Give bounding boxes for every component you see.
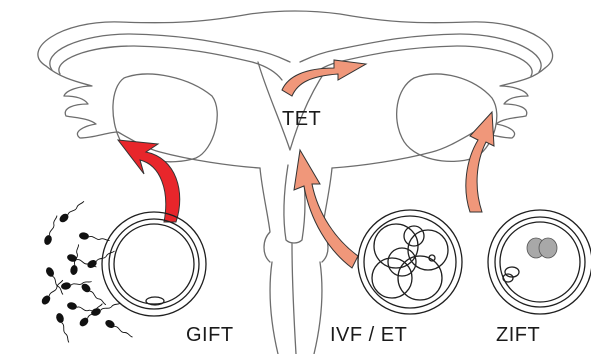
sperm-icon xyxy=(104,318,134,340)
embryo-icon xyxy=(358,210,462,314)
sperm-icon xyxy=(78,301,105,328)
gift-arrow xyxy=(118,140,180,222)
zygote-icon xyxy=(488,210,591,314)
label-gift: GIFT xyxy=(186,324,234,347)
sperm-cluster xyxy=(40,199,134,344)
sperm-icon xyxy=(90,300,122,317)
sperm-icon xyxy=(43,214,60,246)
sperm-icon xyxy=(44,266,66,296)
sperm-icon xyxy=(80,282,108,307)
sperm-icon xyxy=(86,248,116,270)
zift-arrow xyxy=(466,112,494,212)
sperm-icon xyxy=(58,199,86,224)
sperm-icon xyxy=(78,232,110,244)
label-tet: TET xyxy=(282,108,321,131)
tet-arrow xyxy=(282,60,366,96)
label-ivf-et: IVF / ET xyxy=(330,324,407,347)
egg-icon xyxy=(102,212,206,316)
sperm-icon xyxy=(55,312,72,344)
label-zift: ZIFT xyxy=(496,324,540,347)
